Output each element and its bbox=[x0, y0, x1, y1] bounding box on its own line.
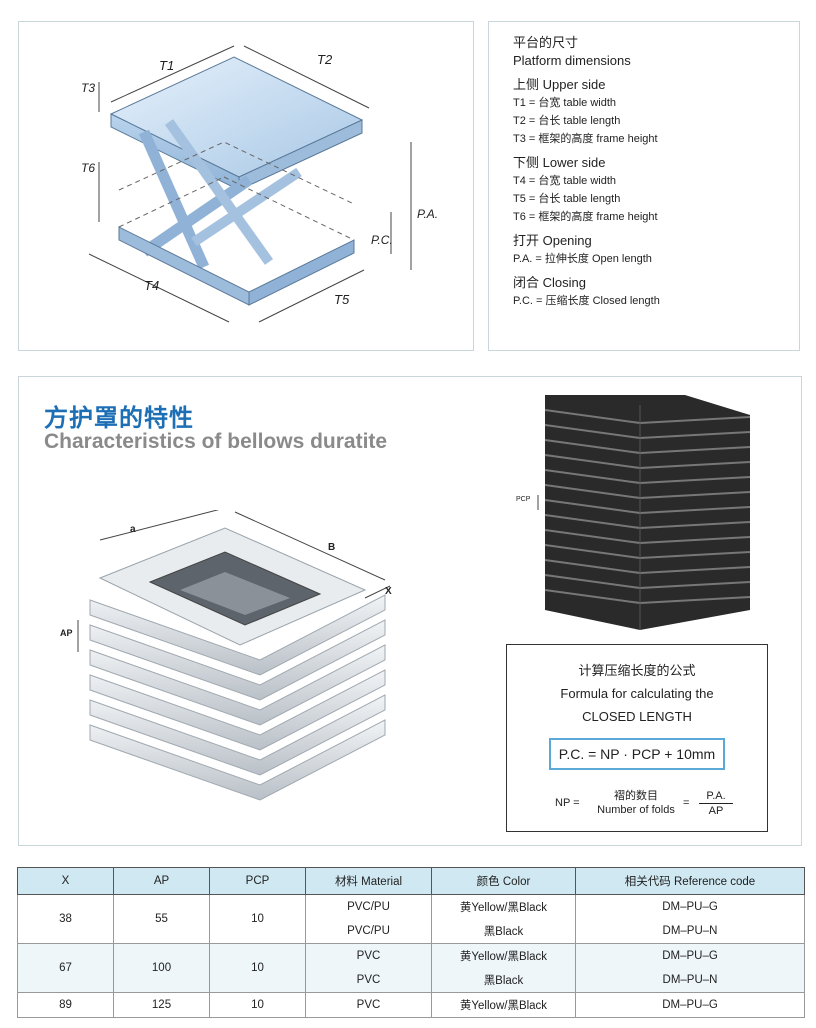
table-row: 38 55 10 PVC/PU 黄Yellow/黑Black DM–PU–G bbox=[17, 894, 805, 944]
spec-item: T2 = 台长 table length bbox=[513, 115, 621, 127]
platform-specs-list: 平台的尺寸 Platform dimensions 上侧 Upper side … bbox=[513, 34, 660, 310]
spec-item: T1 = 台宽 table width bbox=[513, 97, 617, 109]
cell-pcp: 10 bbox=[209, 943, 306, 993]
cell-material: PVC/PU bbox=[305, 919, 432, 944]
label-t5: T5 bbox=[334, 292, 350, 307]
fraction-ap: AP bbox=[708, 805, 724, 817]
spec-item: T5 = 台长 table length bbox=[513, 193, 621, 205]
cell-color: 黑Black bbox=[431, 919, 576, 944]
formula-title-en-1: Formula for calculating the bbox=[560, 686, 714, 701]
label-a: a bbox=[130, 524, 136, 535]
formula-box: 计算压缩长度的公式 Formula for calculating the CL… bbox=[506, 644, 768, 832]
cell-x: 67 bbox=[17, 943, 114, 993]
label-b: B bbox=[328, 542, 335, 553]
cell-x: 38 bbox=[17, 894, 114, 944]
scissor-lift-diagram: T1 T2 T3 T6 T4 T5 P.A. P.C. bbox=[81, 45, 438, 323]
label-x: X bbox=[385, 586, 392, 597]
formula-main: P.C. = NP · PCP + 10mm bbox=[548, 738, 726, 770]
np-cn: 褶的数目 bbox=[614, 790, 658, 802]
specs-heading-cn: 平台的尺寸 bbox=[513, 35, 579, 50]
header-material: 材料 Material bbox=[305, 867, 432, 895]
opening-heading: 打开 Opening bbox=[513, 233, 592, 248]
cell-code: DM–PU–G bbox=[575, 894, 805, 919]
spec-item: T3 = 框架的高度 frame height bbox=[513, 133, 658, 145]
cell-code: DM–PU–N bbox=[575, 919, 805, 944]
cell-material: PVC bbox=[305, 992, 432, 1018]
cell-pcp: 10 bbox=[209, 992, 306, 1018]
upper-side-heading: 上侧 Upper side bbox=[513, 77, 606, 92]
header-pcp: PCP bbox=[209, 867, 306, 895]
black-bellows-photo: PCP bbox=[516, 395, 751, 630]
label-pc: P.C. bbox=[371, 233, 393, 247]
label-ap: AP bbox=[60, 628, 73, 638]
table-row: PVC/PU 黑Black DM–PU–N bbox=[18, 919, 805, 944]
specs-heading-en: Platform dimensions bbox=[513, 53, 631, 68]
cell-material: PVC/PU bbox=[305, 894, 432, 919]
label-t6: T6 bbox=[81, 161, 95, 175]
platform-specs-panel: 平台的尺寸 Platform dimensions 上侧 Upper side … bbox=[488, 21, 800, 351]
label-t2: T2 bbox=[317, 52, 333, 67]
label-pa: P.A. bbox=[417, 207, 438, 221]
np-label: NP = bbox=[555, 797, 580, 809]
cell-code: DM–PU–G bbox=[575, 992, 805, 1018]
cell-x: 89 bbox=[17, 992, 114, 1018]
header-reference-code: 相关代码 Reference code bbox=[575, 867, 805, 895]
np-equals: = bbox=[683, 797, 690, 809]
formula-title-en-2: CLOSED LENGTH bbox=[582, 709, 692, 724]
section-title-en: Characteristics of bellows duratite bbox=[44, 430, 388, 453]
header-x: X bbox=[17, 867, 114, 895]
cell-material: PVC bbox=[305, 968, 432, 993]
cell-code: DM–PU–G bbox=[575, 943, 805, 968]
label-t4: T4 bbox=[144, 278, 159, 293]
spec-item: T6 = 框架的高度 frame height bbox=[513, 211, 658, 223]
formula-title-cn: 计算压缩长度的公式 bbox=[578, 663, 696, 678]
fraction-pa: P.A. bbox=[699, 789, 733, 804]
table-row: 67 100 10 PVC 黄Yellow/黑Black DM–PU–G bbox=[17, 943, 805, 993]
header-ap: AP bbox=[113, 867, 210, 895]
np-en: Number of folds bbox=[597, 804, 675, 816]
cell-color: 黄Yellow/黑Black bbox=[431, 992, 576, 1018]
cell-ap: 100 bbox=[113, 943, 210, 993]
spec-item: P.C. = 压缩长度 Closed length bbox=[513, 295, 660, 307]
lower-side-heading: 下侧 Lower side bbox=[513, 155, 606, 170]
lift-diagram-panel: T1 T2 T3 T6 T4 T5 P.A. P.C. bbox=[18, 21, 474, 351]
cell-pcp: 10 bbox=[209, 894, 306, 944]
cell-code: DM–PU–N bbox=[575, 968, 805, 993]
table-row: PVC 黑Black DM–PU–N bbox=[18, 968, 805, 993]
spec-table: X AP PCP 材料 Material 颜色 Color 相关代码 Refer… bbox=[17, 867, 805, 1018]
section-title-cn: 方护罩的特性 bbox=[44, 405, 194, 432]
spec-item: P.A. = 拉伸长度 Open length bbox=[513, 253, 652, 265]
label-pcp: PCP bbox=[516, 496, 531, 503]
label-t1: T1 bbox=[159, 58, 174, 73]
cell-color: 黑Black bbox=[431, 968, 576, 993]
closing-heading: 闭合 Closing bbox=[513, 275, 586, 290]
cell-color: 黄Yellow/黑Black bbox=[431, 943, 576, 968]
table-header-row: X AP PCP 材料 Material 颜色 Color 相关代码 Refer… bbox=[17, 867, 805, 895]
cell-color: 黄Yellow/黑Black bbox=[431, 894, 576, 919]
label-t3: T3 bbox=[81, 81, 95, 95]
cell-material: PVC bbox=[305, 943, 432, 968]
bellows-diagram: a B X AP bbox=[60, 510, 392, 801]
table-row: 89 125 10 PVC 黄Yellow/黑Black DM–PU–G bbox=[17, 992, 805, 1018]
cell-ap: 125 bbox=[113, 992, 210, 1018]
header-color: 颜色 Color bbox=[431, 867, 576, 895]
cell-ap: 55 bbox=[113, 894, 210, 944]
spec-item: T4 = 台宽 table width bbox=[513, 175, 617, 187]
formula-title: 计算压缩长度的公式 Formula for calculating the CL… bbox=[507, 659, 767, 728]
